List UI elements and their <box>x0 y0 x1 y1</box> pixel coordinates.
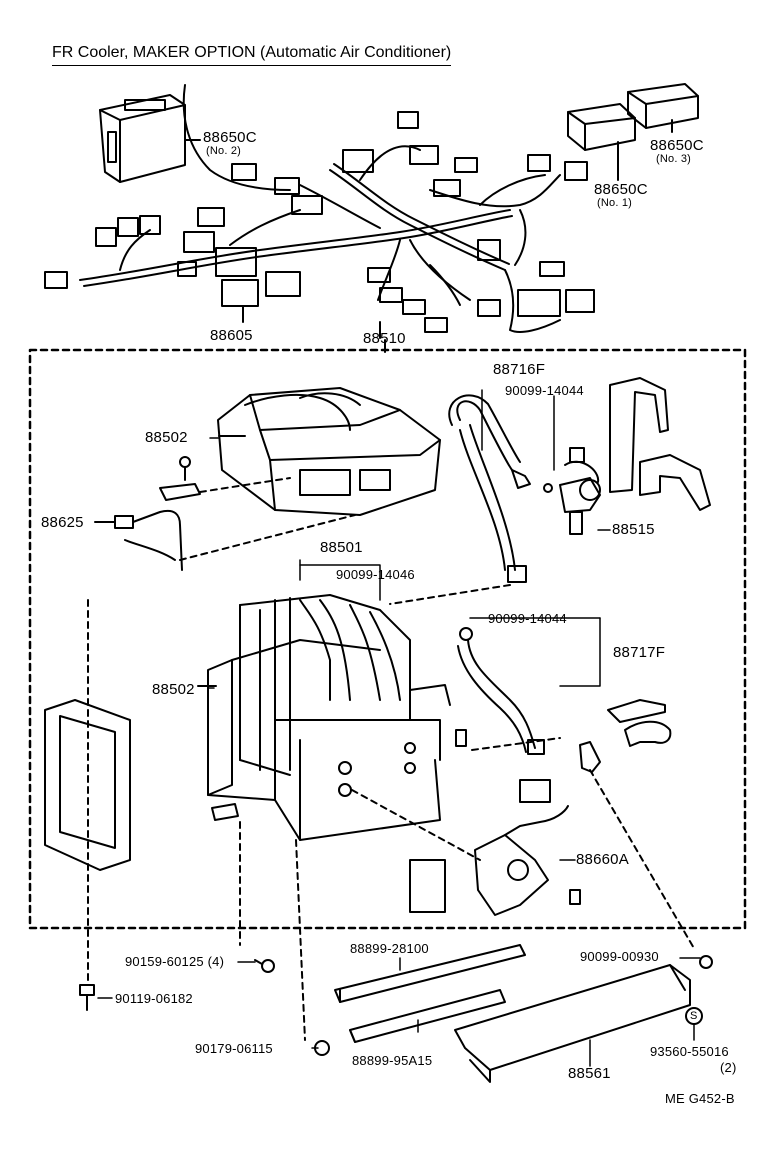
label-88650c-no2-sub: (No. 2) <box>206 145 242 157</box>
hose-88716f <box>448 394 531 583</box>
label-88515: 88515 <box>612 521 655 538</box>
label-88502-bottom: 88502 <box>152 681 195 698</box>
label-93560-55016-qty: (2) <box>720 1060 737 1075</box>
upper-screw <box>159 456 201 501</box>
clamps <box>579 699 672 773</box>
label-88650c-no3-sub: (No. 3) <box>656 153 692 165</box>
dashed-leaders <box>87 599 696 1041</box>
label-90099-14046: 90099-14046 <box>336 567 415 582</box>
label-90119-06182: 90119-06182 <box>115 991 193 1006</box>
upper-dashed-2 <box>179 514 356 561</box>
standard-part-symbol: S <box>690 1010 698 1022</box>
label-88650c-no1-sub: (No. 1) <box>597 197 633 209</box>
lower-case <box>197 594 467 841</box>
label-90179-06115: 90179-06115 <box>195 1041 273 1056</box>
label-88650c-no1: 88650C <box>594 181 648 198</box>
label-88716f: 88716F <box>493 361 546 378</box>
label-88660a: 88660A <box>576 851 629 868</box>
expansion-valve-88515 <box>543 447 601 535</box>
diagram-title: FR Cooler, MAKER OPTION (Automatic Air C… <box>52 44 452 66</box>
label-88510: 88510 <box>363 330 406 347</box>
label-90159-60125: 90159-60125 (4) <box>125 954 225 969</box>
label-90099-14044-b: 90099-14044 <box>488 611 567 626</box>
filter-plate <box>409 859 446 913</box>
label-88717f: 88717F <box>613 644 666 661</box>
insulation-pieces <box>609 377 711 511</box>
label-88561: 88561 <box>568 1065 611 1082</box>
seal-strips <box>334 944 526 1043</box>
upper-dashed-1 <box>199 477 291 493</box>
figure-code: ME G452-B <box>665 1091 735 1106</box>
thermistor-88625 <box>94 509 183 571</box>
wire-harness <box>44 83 699 339</box>
label-88625: 88625 <box>41 514 84 531</box>
label-88501: 88501 <box>320 539 363 556</box>
label-88650c-no3: 88650C <box>650 137 704 154</box>
label-88502-top: 88502 <box>145 429 188 446</box>
label-93560-55016: 93560-55016 <box>650 1044 729 1059</box>
lower-cover-88561 <box>454 964 691 1083</box>
label-88650c-no2: 88650C <box>203 129 257 146</box>
hose-dashed-a <box>389 584 511 605</box>
actuator-dashed <box>351 789 481 861</box>
actuator-88660a <box>474 779 581 916</box>
hose-88717f <box>457 627 545 755</box>
label-88899-95a15: 88899-95A15 <box>352 1053 433 1068</box>
seal-frame <box>44 699 131 871</box>
label-88899-28100: 88899-28100 <box>350 941 429 956</box>
label-leaders <box>97 389 701 1067</box>
label-90099-00930: 90099-00930 <box>580 949 659 964</box>
upper-case <box>217 387 441 516</box>
assembly-frame <box>28 348 747 930</box>
label-88605: 88605 <box>210 327 253 344</box>
label-90099-14044-a: 90099-14044 <box>505 383 584 398</box>
hose-dashed-b <box>471 737 561 751</box>
